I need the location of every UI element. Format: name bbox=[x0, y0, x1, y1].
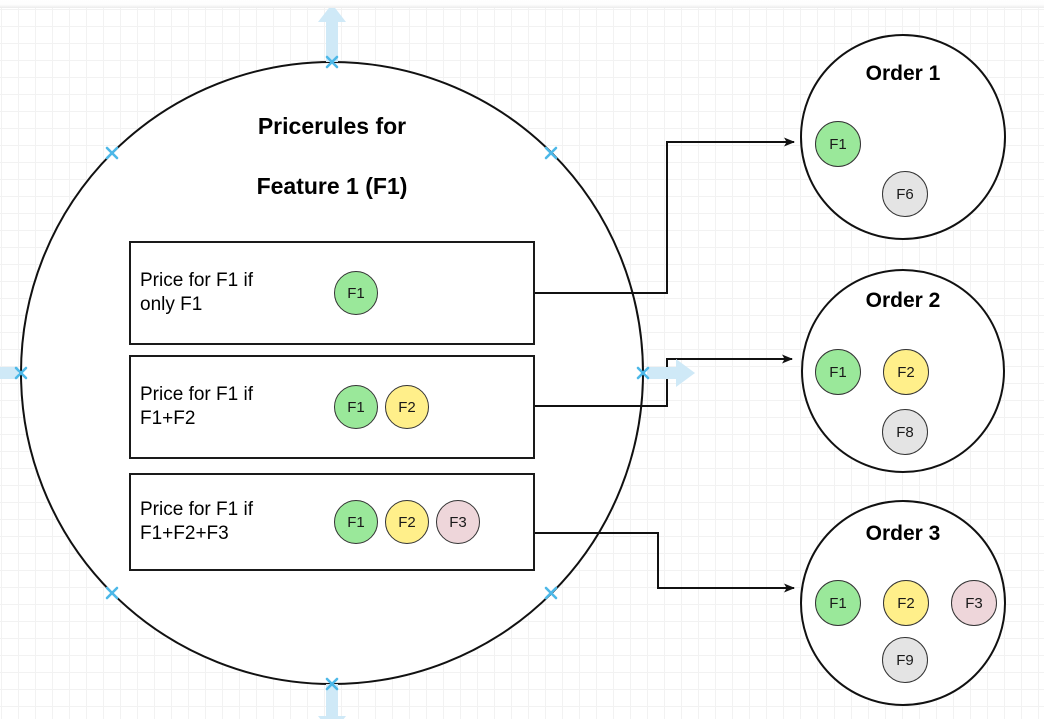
order-3-chip-row: F1 F2 F3 bbox=[815, 580, 997, 626]
arrow-down-hint[interactable] bbox=[318, 684, 346, 719]
order-3-title: Order 3 bbox=[865, 522, 941, 545]
pricerules-title-line2: Feature 1 (F1) bbox=[256, 173, 408, 199]
feature-chip-f2[interactable]: F2 bbox=[883, 349, 929, 395]
x-handle-icon-se[interactable] bbox=[544, 586, 558, 600]
rule-2-chips: F1 F2 bbox=[334, 385, 429, 429]
rule-3-text: Price for F1 if F1+F2+F3 bbox=[140, 498, 253, 544]
pricerules-group-title: Pricerules for Feature 1 (F1) bbox=[132, 96, 532, 216]
feature-chip-f8[interactable]: F8 bbox=[882, 409, 928, 455]
feature-chip-f2[interactable]: F2 bbox=[385, 500, 429, 544]
arrow-left-hint[interactable] bbox=[0, 367, 18, 379]
feature-chip-f3[interactable]: F3 bbox=[951, 580, 997, 626]
order-circle-1[interactable] bbox=[800, 34, 1006, 240]
feature-chip-f1[interactable]: F1 bbox=[334, 500, 378, 544]
feature-chip-f2[interactable]: F2 bbox=[385, 385, 429, 429]
x-handle-icon-sw[interactable] bbox=[105, 586, 119, 600]
x-handle-icon-s[interactable] bbox=[325, 677, 339, 691]
arrow-right-hint[interactable] bbox=[647, 359, 695, 387]
pricerules-title-line1: Pricerules for bbox=[257, 113, 407, 139]
x-handle-icon-nw[interactable] bbox=[105, 146, 119, 160]
connector-rule2-to-order2[interactable] bbox=[535, 354, 793, 407]
feature-chip-f1[interactable]: F1 bbox=[815, 580, 861, 626]
rule-2-text: Price for F1 if F1+F2 bbox=[140, 383, 253, 429]
x-handle-icon-n[interactable] bbox=[325, 55, 339, 69]
rule-1-text: Price for F1 if only F1 bbox=[140, 269, 253, 315]
feature-chip-f2[interactable]: F2 bbox=[883, 580, 929, 626]
feature-chip-f1[interactable]: F1 bbox=[815, 349, 861, 395]
connector-rule1-to-order1[interactable] bbox=[535, 137, 795, 294]
arrow-up-hint[interactable] bbox=[318, 4, 346, 62]
x-handle-icon-e[interactable] bbox=[636, 366, 650, 380]
rule-box-1[interactable]: Price for F1 if only F1 F1 bbox=[129, 241, 535, 345]
connector-rule3-to-order3[interactable] bbox=[535, 532, 795, 593]
rule-box-3[interactable]: Price for F1 if F1+F2+F3 F1 F2 F3 bbox=[129, 473, 535, 571]
feature-chip-f1[interactable]: F1 bbox=[815, 121, 861, 167]
toolbar-strip bbox=[0, 0, 1044, 8]
rule-box-2[interactable]: Price for F1 if F1+F2 F1 F2 bbox=[129, 355, 535, 459]
feature-chip-f1[interactable]: F1 bbox=[334, 271, 378, 315]
feature-chip-f1[interactable]: F1 bbox=[334, 385, 378, 429]
order-2-chip-row: F1 F2 bbox=[815, 349, 929, 395]
rule-3-chips: F1 F2 F3 bbox=[334, 500, 480, 544]
order-1-chip-row: F1 bbox=[815, 121, 861, 167]
order-1-title: Order 1 bbox=[865, 62, 941, 85]
rule-1-chips: F1 bbox=[334, 271, 378, 315]
x-handle-icon-w[interactable] bbox=[14, 366, 28, 380]
feature-chip-f9[interactable]: F9 bbox=[882, 637, 928, 683]
feature-chip-f6[interactable]: F6 bbox=[882, 171, 928, 217]
order-2-title: Order 2 bbox=[865, 289, 941, 312]
feature-chip-f3[interactable]: F3 bbox=[436, 500, 480, 544]
x-handle-icon-ne[interactable] bbox=[544, 146, 558, 160]
